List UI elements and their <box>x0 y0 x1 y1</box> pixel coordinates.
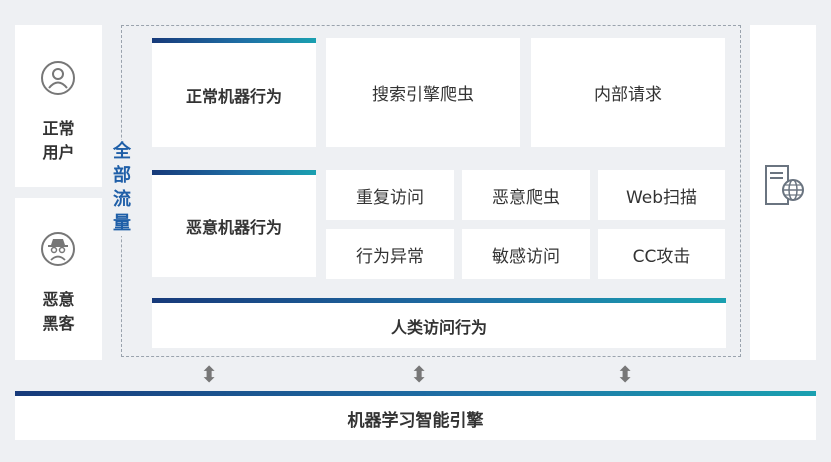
normal-machine-label: 正常机器行为 <box>152 43 316 147</box>
double-arrow-icon: ⬍ <box>616 363 635 388</box>
engine-bar <box>15 391 816 396</box>
normal-user-card: 正常 用户 <box>15 25 102 187</box>
server-globe-icon <box>763 163 807 209</box>
spy-icon <box>41 232 75 266</box>
search-crawler-item: 搜索引擎爬虫 <box>326 38 520 147</box>
human-behavior-label: 人类访问行为 <box>152 303 726 348</box>
malicious-machine-label: 恶意机器行为 <box>152 175 316 277</box>
user-icon <box>41 61 75 95</box>
normal-user-label: 正常 用户 <box>42 119 75 162</box>
double-arrow-icon: ⬍ <box>200 363 219 388</box>
repeat-access-item: 重复访问 <box>326 170 454 220</box>
malicious-crawler-item: 恶意爬虫 <box>462 170 590 220</box>
all-traffic-label: 全部 流量 <box>111 140 133 236</box>
web-scan-item: Web扫描 <box>598 170 725 220</box>
malicious-machine-bar <box>152 170 316 175</box>
double-arrow-icon: ⬍ <box>410 363 429 388</box>
normal-machine-bar <box>152 38 316 43</box>
server-card <box>750 25 816 360</box>
ml-engine-label: 机器学习智能引擎 <box>15 396 816 440</box>
sensitive-access-item: 敏感访问 <box>462 229 590 279</box>
human-bar <box>152 298 726 303</box>
cc-attack-item: CC攻击 <box>598 229 725 279</box>
behavior-anomaly-item: 行为异常 <box>326 229 454 279</box>
hacker-card: 恶意 黑客 <box>15 198 102 360</box>
internal-request-item: 内部请求 <box>531 38 725 147</box>
hacker-label: 恶意 黑客 <box>42 290 75 333</box>
